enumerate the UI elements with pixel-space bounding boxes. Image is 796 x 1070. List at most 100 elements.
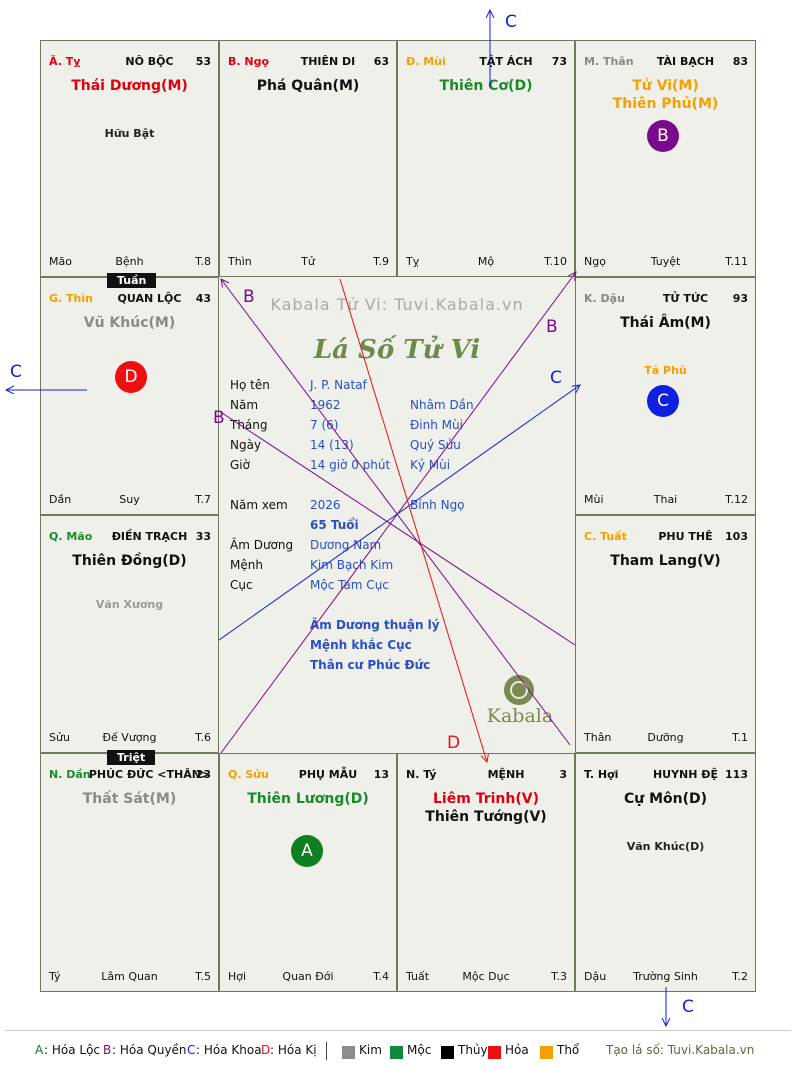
hoa-quyen-line-3 [218,410,576,646]
legend-hoa-text: : Hóa Khoa [196,1043,262,1057]
arrow-label-c-2: C [10,362,22,382]
arrow-label-d: D [447,733,461,753]
palace-main-stars: Thất Sát(M) [41,790,218,808]
palace-bottom-middle: Lâm Quan [101,970,158,983]
palace-bottom-left: Thân [584,731,612,744]
palace-branch: G. Thìn [49,292,93,305]
site-credit[interactable]: Tạo lá số: Tuvi.Kabala.vn [606,1043,755,1057]
palace-bottom-middle: Mộc Dục [462,970,510,983]
marker-b: B [647,120,679,152]
legend-separator [326,1042,327,1060]
palace-bottom-left: Dậu [584,970,607,983]
chart-title: Lá Số Tử Vi [313,335,481,365]
palace-name: TỬ TỨC [662,292,709,305]
kabala-logo: Kabala [487,675,557,735]
nam-xem-value: 2026 [310,498,341,512]
palace-number: 103 [725,530,748,543]
logo-text: Kabala [486,705,554,727]
palace-name: PHÚC ĐỨC <THÂN> [88,768,211,781]
legend-element-label: Thổ [557,1043,580,1057]
palace-name: NÔ BỘC [125,55,174,68]
note-1: Âm Dương thuận lý [310,618,440,632]
palace-bottom-middle: Trường Sinh [633,970,698,983]
palace-bottom-right: T.2 [732,970,748,983]
legend-hoa-key: A [35,1043,44,1057]
minor-star: Tả Phù [644,364,687,377]
main-star: Thái Dương(M) [71,78,188,94]
main-star: Thiên Phủ(M) [612,96,719,112]
palace-mui[interactable]: Đ. Mùi TẬT ÁCH 73 Thiên Cơ(D) Tỵ Mộ T.10 [397,40,575,277]
center-panel: Kabala Tử Vi: Tuvi.Kabala.vn Lá Số Tử Vi… [219,277,575,753]
info-label: Họ tên [230,378,270,392]
palace-bottom-middle: Quan Đới [282,970,334,983]
palace-branch: C. Tuất [584,530,627,543]
palace-branch: N. Tý [406,768,437,781]
main-star: Vũ Khúc(M) [83,315,176,331]
palace-bottom-middle: Tử [301,255,315,268]
palace-branch: Đ. Mùi [406,55,446,68]
palace-bottom-left: Ngọ [584,255,606,268]
palace-name: TÀI BẠCH [656,55,715,68]
minor-star: Hữu Bật [104,127,155,140]
palace-main-stars: Thái Dương(M) [41,77,218,95]
palace-branch: T. Hợi [584,768,619,781]
palace-number: 63 [373,55,389,68]
info-can-chi: Nhâm Dần [410,398,474,412]
note-3: Thân cư Phúc Đức [310,658,431,672]
palace-thin[interactable]: G. Thìn QUAN LỘC 43 Vũ Khúc(M) Dần Suy T… [40,277,219,515]
palace-bottom-right: T.1 [732,731,748,744]
legend-hoa-key: C [187,1043,196,1057]
palace-branch: Q. Sửu [228,768,269,781]
arrow-label-b-1: B [243,287,255,307]
palace-bottom-middle: Tuyệt [650,255,681,268]
main-star: Tham Lang(V) [610,553,721,569]
info-value: 7 (6) [310,418,339,432]
hoa-ki-line [339,278,487,762]
nam-xem-label: Năm xem [230,498,288,512]
palace-bottom-left: Sửu [49,731,70,744]
palace-name: QUAN LỘC [117,292,182,305]
palace-main-stars: Vũ Khúc(M) [41,314,218,332]
triet-tag: Triệt [107,750,156,765]
palace-tyrat[interactable]: N. Tý MỆNH 3 Liêm Trinh(V)Thiên Tướng(V)… [397,753,575,992]
palace-bottom-left: Hợi [228,970,247,983]
palace-bottom-middle: Dưỡng [647,731,684,744]
palace-bottom-right: T.7 [195,493,211,506]
palace-number: 43 [195,292,211,305]
palace-bottom-left: Tý [49,970,61,983]
legend-hoa-text: : Hóa Kị [270,1043,317,1057]
palace-number: 83 [732,55,748,68]
palace-main-stars: Thiên Đồng(D) [41,552,218,570]
palace-bottom-right: T.4 [373,970,389,983]
palace-number: 3 [559,768,567,781]
watermark-text: Kabala Tử Vi: Tuvi.Kabala.vn [270,295,524,314]
palace-main-stars: Tham Lang(V) [576,552,755,570]
info-value: Dương Nam [310,538,382,552]
palace-mao[interactable]: Q. Mão ĐIỀN TRẠCH 33 Thiên Đồng(D) Sửu Đ… [40,515,219,753]
palace-bottom-right: T.10 [544,255,567,268]
palace-suu[interactable]: Q. Sửu PHỤ MẪU 13 Thiên Lương(D) Hợi Qua… [219,753,397,992]
info-label: Ngày [230,438,262,452]
palace-bottom-left: Tỵ [406,255,420,268]
palace-ty[interactable]: Ă. Tỵ NÔ BỘC 53 Thái Dương(M) Mão Bệnh T… [40,40,219,277]
palace-name: ĐIỀN TRẠCH [111,530,188,543]
palace-bottom-right: T.11 [725,255,748,268]
legend-element-swatch [540,1046,553,1059]
info-label: Mệnh [230,558,263,572]
palace-main-stars: Thái Âm(M) [576,314,755,332]
arrow-label-c-1: C [505,12,517,32]
palace-bottom-left: Mùi [584,493,604,506]
legend-element-label: Kim [359,1043,382,1057]
palace-hoi[interactable]: T. Hợi HUYNH ĐỆ 113 Cự Môn(D) Dậu Trường… [575,753,756,992]
legend-element-label: Mộc [407,1043,432,1057]
tuan-tag: Tuần [107,273,157,288]
palace-ngo[interactable]: B. Ngọ THIÊN DI 63 Phá Quân(M) Thìn Tử T… [219,40,397,277]
nam-xem-can-chi: Bính Ngọ [410,498,465,512]
legend-element-label: Hỏa [505,1043,529,1057]
palace-than[interactable]: M. Thân TÀI BẠCH 83 Tử Vi(M)Thiên Phủ(M)… [575,40,756,277]
tree-inner-icon [510,681,528,699]
legend-hoa-key: B [103,1043,112,1057]
palace-tuat[interactable]: C. Tuất PHU THÊ 103 Tham Lang(V) Thân Dư… [575,515,756,753]
minor-star: Văn Khúc(D) [626,840,705,853]
palace-name: HUYNH ĐỆ [652,768,719,781]
